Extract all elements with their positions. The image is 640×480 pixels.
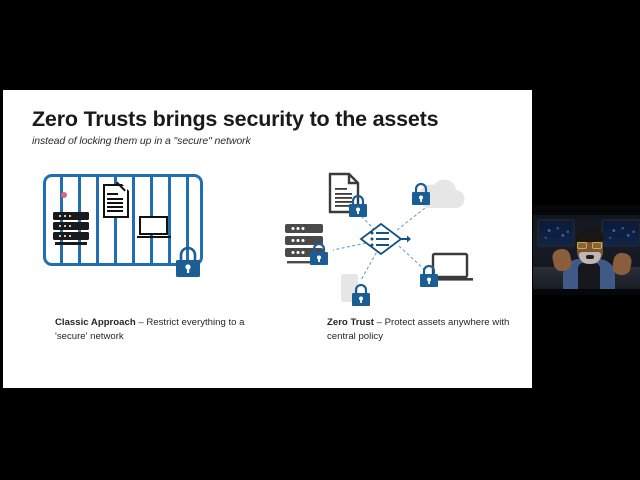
padlock-icon — [349, 194, 367, 217]
presenter-webcam-overlay[interactable] — [533, 205, 640, 295]
padlock-icon — [173, 244, 203, 278]
caption-classic-approach: Classic Approach – Restrict everything t… — [55, 316, 245, 344]
caption-classic-rest: Restrict everything to a 'secure' networ… — [55, 317, 245, 342]
panel-zero-trust: Zero Trust – Protect assets anywhere wit… — [275, 168, 515, 342]
caption-zerotrust-dash: – — [373, 317, 385, 328]
laptop-icon — [429, 252, 473, 281]
caption-classic-dash: – — [135, 317, 147, 328]
alert-dot-icon — [61, 192, 67, 198]
zero-trust-diagram — [275, 168, 515, 308]
classic-approach-diagram — [25, 168, 255, 308]
presentation-slide: Zero Trusts brings security to the asset… — [3, 90, 532, 388]
panel-classic-approach: Classic Approach – Restrict everything t… — [25, 168, 255, 342]
padlock-icon — [412, 182, 430, 205]
server-stack-icon — [53, 212, 89, 246]
presenter-shirt — [578, 263, 600, 295]
page-title: Zero Trusts brings security to the asset… — [32, 107, 439, 131]
caption-zerotrust-rest: Protect assets anywhere with central pol… — [327, 317, 510, 342]
presenter-mouth — [586, 255, 594, 259]
presenter-hair — [576, 229, 604, 242]
background-monitor-left — [537, 219, 575, 247]
padlock-icon — [310, 242, 328, 265]
document-icon — [328, 172, 360, 214]
presenter-glasses — [577, 242, 603, 249]
laptop-node — [415, 250, 479, 299]
policy-engine-diamond-icon — [359, 222, 411, 256]
caption-zerotrust-strong: Zero Trust — [327, 317, 374, 328]
slide-title-block: Zero Trusts brings security to the asset… — [32, 107, 502, 147]
webcam-letterbox-top — [533, 205, 640, 215]
caption-zero-trust: Zero Trust – Protect assets anywhere wit… — [327, 316, 517, 344]
background-monitor-right — [601, 219, 640, 247]
padlock-icon — [420, 264, 438, 287]
laptop-icon — [137, 216, 171, 242]
phone-node — [337, 272, 383, 317]
slide-subtitle: instead of locking them up in a "secure"… — [32, 134, 251, 147]
server-node — [283, 222, 339, 275]
caption-classic-strong: Classic Approach — [55, 317, 136, 328]
document-node — [327, 172, 371, 225]
document-icon — [103, 173, 135, 218]
padlock-icon — [352, 283, 370, 306]
cloud-node — [407, 176, 469, 223]
webcam-letterbox-bottom — [533, 289, 640, 295]
